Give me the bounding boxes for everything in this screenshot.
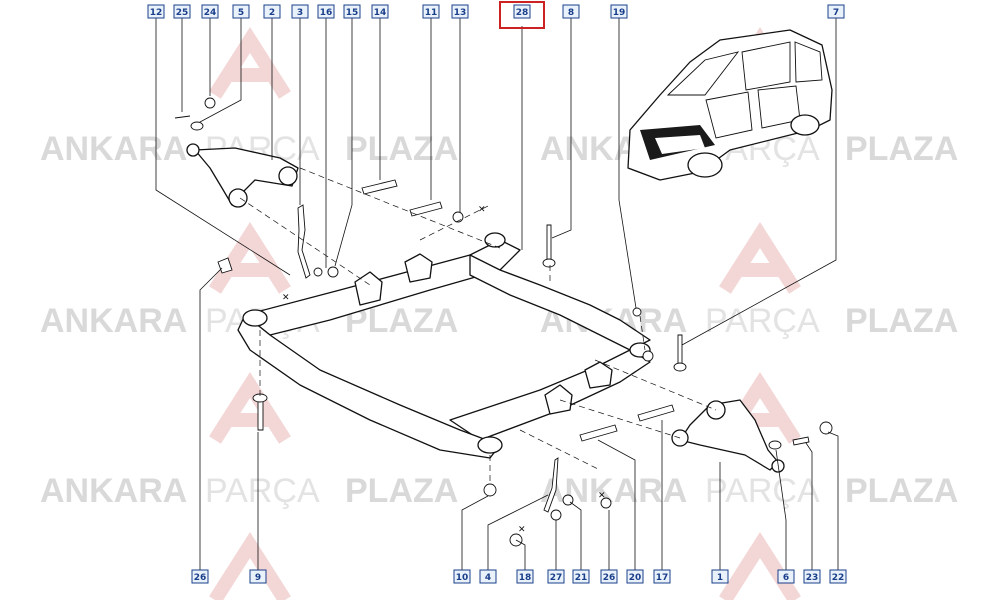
watermark-word: PARÇA xyxy=(705,472,820,510)
callout-26-right[interactable]: 26 xyxy=(600,569,618,584)
callout-17[interactable]: 17 xyxy=(653,569,671,584)
callout-27[interactable]: 27 xyxy=(547,569,565,584)
callout-label: 9 xyxy=(255,573,261,583)
callout-label: 6 xyxy=(783,573,789,583)
callout-12[interactable]: 12 xyxy=(147,4,165,19)
callout-3[interactable]: 3 xyxy=(291,4,309,19)
callout-11[interactable]: 11 xyxy=(422,4,440,19)
right-control-arm xyxy=(671,399,785,473)
callouts-top: 12 25 24 5 2 3 16 15 14 11 13 28 8 19 7 xyxy=(147,1,845,29)
callout-label: 10 xyxy=(456,573,469,583)
watermark-word: PLAZA xyxy=(845,472,958,510)
callout-label: 8 xyxy=(568,8,574,18)
callout-18[interactable]: 18 xyxy=(516,569,534,584)
front-subframe xyxy=(237,232,651,459)
callout-9[interactable]: 9 xyxy=(249,569,267,584)
callout-label: 26 xyxy=(194,573,207,583)
callout-21[interactable]: 21 xyxy=(572,569,590,584)
callout-28[interactable]: 28 xyxy=(499,1,545,29)
callout-20[interactable]: 20 xyxy=(626,569,644,584)
callouts-bottom: 26 9 10 4 18 27 21 26 20 17 1 6 23 22 xyxy=(191,569,847,584)
callout-6[interactable]: 6 xyxy=(777,569,795,584)
watermark-word: PARÇA xyxy=(205,472,320,510)
callout-label: 22 xyxy=(832,573,845,583)
callout-label: 18 xyxy=(519,573,532,583)
callout-2[interactable]: 2 xyxy=(263,4,281,19)
callout-label: 23 xyxy=(806,573,819,583)
cross-mark-icon: ✕ xyxy=(282,293,290,303)
callout-25[interactable]: 25 xyxy=(173,4,191,19)
left-control-arm xyxy=(186,143,299,208)
callout-24[interactable]: 24 xyxy=(201,4,219,19)
callout-label: 11 xyxy=(425,8,438,18)
callout-label: 19 xyxy=(613,8,626,18)
callout-label: 7 xyxy=(833,8,839,18)
callout-26-left[interactable]: 26 xyxy=(191,569,209,584)
callout-10[interactable]: 10 xyxy=(453,569,471,584)
assembly-guide-lines xyxy=(239,167,717,485)
callout-1[interactable]: 1 xyxy=(711,569,729,584)
cross-mark-icon: ✕ xyxy=(518,525,526,535)
callout-label: 20 xyxy=(629,573,642,583)
callout-label: 27 xyxy=(550,573,563,583)
cross-markers: ✕ ✕ ✕ ✕ xyxy=(282,205,606,535)
watermark-word: ANKARA xyxy=(540,472,687,510)
callout-label: 3 xyxy=(297,8,303,18)
callout-22[interactable]: 22 xyxy=(829,569,847,584)
highlight-frame xyxy=(499,1,545,29)
callout-label: 15 xyxy=(346,8,359,18)
callout-label: 1 xyxy=(717,573,723,583)
callout-label: 12 xyxy=(150,8,163,18)
callout-label: 13 xyxy=(454,8,467,18)
callout-13[interactable]: 13 xyxy=(451,4,469,19)
callout-label: 24 xyxy=(204,8,217,18)
callout-label: 5 xyxy=(238,8,244,18)
vehicle-location-inset xyxy=(627,29,833,181)
watermark-word: PLAZA xyxy=(845,130,958,168)
watermark-word: ANKARA xyxy=(40,130,187,168)
watermark-word: ANKARA xyxy=(40,302,187,340)
cross-mark-icon: ✕ xyxy=(478,205,486,215)
callout-label: 21 xyxy=(575,573,588,583)
watermark-word: PLAZA xyxy=(345,130,458,168)
callout-15[interactable]: 15 xyxy=(343,4,361,19)
watermark-text-row-1: ANKARA PARÇA PLAZA ANKARA PARÇA PLAZA xyxy=(40,130,958,168)
watermark-word: PLAZA xyxy=(845,302,958,340)
callout-label: 26 xyxy=(603,573,616,583)
callout-19[interactable]: 19 xyxy=(610,4,628,19)
callout-label: 25 xyxy=(176,8,189,18)
watermark-text-row-3: ANKARA PARÇA PLAZA ANKARA PARÇA PLAZA xyxy=(40,472,958,510)
callout-7[interactable]: 7 xyxy=(827,4,845,19)
callout-8[interactable]: 8 xyxy=(562,4,580,19)
callout-label: 16 xyxy=(320,8,333,18)
watermark-word: PLAZA xyxy=(345,472,458,510)
cross-mark-icon: ✕ xyxy=(598,491,606,501)
callout-label: 14 xyxy=(374,8,387,18)
watermark-word: PARÇA xyxy=(705,302,820,340)
callout-23[interactable]: 23 xyxy=(803,569,821,584)
callout-label: 17 xyxy=(656,573,669,583)
callout-5[interactable]: 5 xyxy=(232,4,250,19)
watermark-text-row-2: ANKARA PARÇA PLAZA ANKARA PARÇA PLAZA xyxy=(40,302,958,340)
leader-lines xyxy=(155,18,839,577)
callout-label: 28 xyxy=(516,8,529,18)
watermark-word: ANKARA xyxy=(40,472,187,510)
callout-4[interactable]: 4 xyxy=(479,569,497,584)
callout-label: 4 xyxy=(485,573,491,583)
callout-14[interactable]: 14 xyxy=(371,4,389,19)
callout-label: 2 xyxy=(269,8,275,18)
callout-16[interactable]: 16 xyxy=(317,4,335,19)
